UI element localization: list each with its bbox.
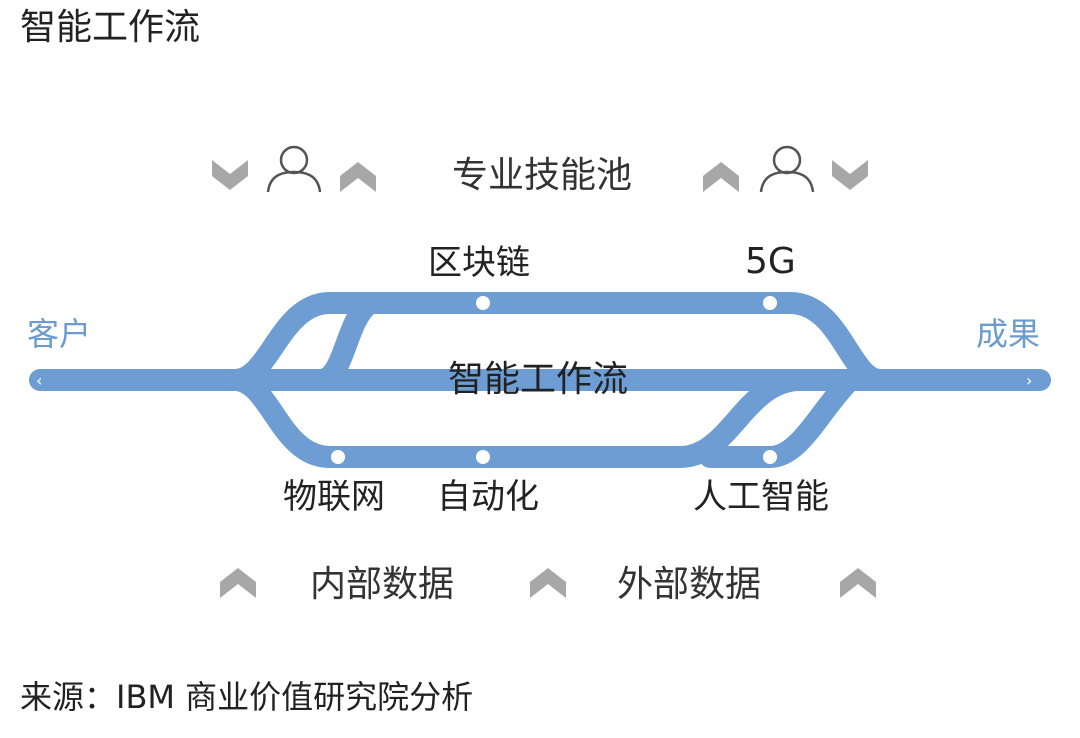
result-label: 成果	[976, 315, 1041, 353]
person-icon	[266, 145, 322, 193]
node-label-automation: 自动化	[437, 477, 539, 517]
skill-pool-label: 专业技能池	[452, 155, 633, 196]
node-automation	[476, 450, 490, 464]
chevron-up-icon	[220, 568, 256, 598]
left-arrow-icon: ‹	[36, 371, 42, 390]
right-arrow-icon: ›	[1026, 371, 1032, 390]
node-iot	[331, 450, 345, 464]
node-5g	[763, 296, 777, 310]
top-track	[224, 292, 891, 391]
node-label-iot: 物联网	[283, 477, 385, 517]
chevron-up-icon	[530, 568, 566, 598]
node-label-ai: 人工智能	[693, 477, 829, 517]
internal-data-label: 内部数据	[310, 564, 455, 605]
node-blockchain	[476, 296, 490, 310]
chevron-up-icon	[703, 162, 739, 192]
node-ai	[763, 450, 777, 464]
node-label-5g: 5G	[745, 241, 796, 282]
customer-label: 客户	[27, 315, 92, 353]
chevron-up-icon	[340, 162, 376, 192]
left-crossover-track	[249, 292, 381, 391]
workflow-center-label: 智能工作流	[448, 359, 629, 400]
source-note: 来源：IBM 商业价值研究院分析	[20, 678, 474, 716]
page-title: 智能工作流	[20, 7, 201, 48]
node-label-blockchain: 区块链	[428, 243, 530, 283]
bottom-track	[224, 369, 891, 468]
chevron-up-icon	[840, 568, 876, 598]
external-data-label: 外部数据	[617, 564, 762, 605]
chevron-down-icon	[832, 160, 868, 190]
chevron-down-icon	[212, 160, 248, 190]
person-icon	[759, 145, 815, 193]
